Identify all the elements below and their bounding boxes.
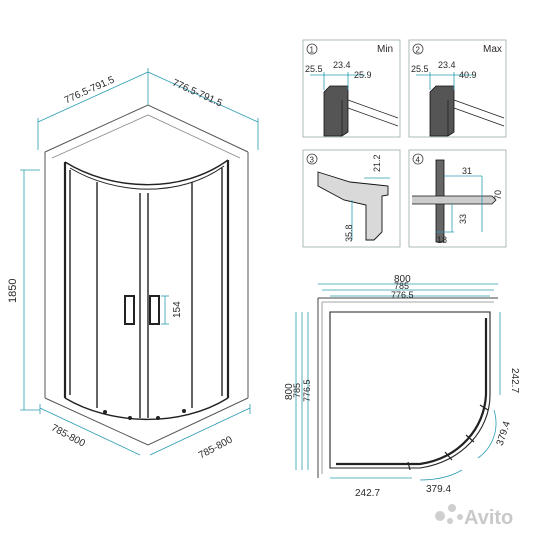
detail-3-badge	[306, 153, 318, 165]
detail-2-d3: 40.9	[459, 70, 477, 80]
detail-4-handle	[412, 195, 497, 205]
detail-1-d1: 25.5	[305, 64, 323, 74]
roller	[182, 409, 186, 413]
detail-2-frame	[408, 39, 507, 138]
top-width-right-label: 776.5-791.5	[171, 78, 225, 110]
plan-left-inner: 776.5	[302, 379, 312, 402]
tray-top-arc	[64, 159, 229, 186]
detail-4-d2: 70	[493, 190, 503, 200]
plan-right-dim-lines	[477, 312, 501, 459]
detail-top-rail: 3 21.2 35.8	[302, 149, 401, 248]
roller	[128, 416, 132, 420]
detail-3-rail	[317, 171, 389, 241]
watermark-text: Avito	[464, 507, 513, 529]
watermark-dot	[448, 504, 456, 512]
detail-3-frame	[302, 149, 401, 248]
detail-4-d1: 31	[462, 166, 472, 176]
plan-right-side: 242.7	[509, 368, 520, 393]
plan-view: 800 785 776.5 800 785 776.5 242.7 379.4 …	[284, 274, 520, 499]
plan-top-mid: 785	[394, 281, 409, 291]
plan-walls-inner	[321, 301, 494, 474]
wall-bottom-edge	[44, 397, 249, 446]
detail-4-badge	[412, 153, 424, 165]
detail-2-dim-lines	[416, 72, 475, 90]
detail-1-number: 1	[310, 46, 315, 55]
bottom-width-left-label: 785-800	[49, 423, 87, 450]
bottom-width-right-label: 785-800	[197, 434, 235, 461]
tray-bottom-arc	[64, 397, 229, 421]
roller	[156, 416, 160, 420]
plan-bottom-dim-lines	[330, 469, 463, 481]
detail-1-glass	[341, 99, 399, 136]
detail-4-number: 4	[416, 156, 421, 165]
plan-bottom-side: 242.7	[355, 488, 380, 499]
detail-max-profile: 2 Max 25.5 23.4 40.9	[408, 39, 507, 138]
plan-arc-right: 379.4	[495, 420, 513, 448]
handle-height-dimension-lines	[161, 295, 169, 325]
left-handle	[124, 295, 135, 325]
detail-4-d4: 18	[437, 235, 447, 245]
detail-handle-section: 4 31 70 33 18	[408, 149, 507, 248]
detail-4-dim-lines	[436, 175, 483, 233]
height-dimension-lines	[20, 169, 40, 411]
right-handle	[149, 295, 160, 325]
plan-top-outer: 800	[394, 274, 411, 285]
wall-top-edge	[44, 104, 249, 153]
watermark-dot	[457, 514, 463, 520]
detail-4-frame	[408, 149, 507, 248]
plan-arc-bottom: 379.4	[426, 484, 451, 495]
detail-2-d1: 25.5	[411, 64, 429, 74]
detail-1-d2: 23.4	[333, 60, 351, 70]
detail-1-frame	[302, 39, 401, 138]
detail-3-d2: 35.8	[344, 224, 354, 242]
plan-enclosure-outline	[329, 311, 491, 469]
plan-top-inner: 776.5	[391, 290, 414, 300]
detail-1-dim-lines	[310, 72, 365, 90]
detail-3-number: 3	[310, 156, 315, 165]
detail-1-badge	[306, 43, 318, 55]
detail-min-profile: 1 Min 25.5 23.4 25.9	[302, 39, 401, 138]
plan-left-outer: 800	[284, 383, 295, 400]
plan-doors	[336, 318, 488, 466]
plan-top-dim-lines	[318, 283, 498, 297]
plan-walls	[317, 297, 498, 478]
handle-height-label: 154	[172, 301, 183, 318]
detail-2-profile	[429, 85, 455, 137]
avito-watermark: Avito	[435, 504, 513, 529]
door-frames	[69, 168, 223, 418]
detail-2-number: 2	[416, 46, 421, 55]
height-label: 1850	[7, 279, 19, 303]
detail-2-glass	[447, 99, 505, 136]
detail-4-d3: 33	[458, 214, 468, 224]
detail-2-d2: 23.4	[438, 60, 456, 70]
detail-2-badge	[412, 43, 424, 55]
roller	[103, 410, 107, 414]
watermark-dot	[435, 511, 445, 521]
wall-inner-edge	[51, 114, 241, 159]
tray-top-arc-inner	[69, 165, 225, 190]
detail-3-dim-lines	[351, 177, 390, 240]
top-width-dimension-lines	[37, 68, 259, 150]
bottom-width-dimension-lines	[39, 404, 251, 456]
plan-left-mid: 785	[292, 383, 302, 398]
watermark-dot	[447, 518, 453, 524]
plan-rollers	[407, 404, 489, 471]
detail-2-label: Max	[483, 44, 502, 55]
detail-1-d3: 25.9	[354, 70, 372, 80]
detail-1-label: Min	[377, 44, 393, 55]
main-view: 776.5-791.5 776.5-791.5 1850 154 785-800…	[7, 68, 259, 461]
detail-3-d1: 21.2	[372, 154, 382, 172]
detail-1-profile	[323, 85, 349, 137]
plan-left-dim-lines	[295, 312, 309, 470]
